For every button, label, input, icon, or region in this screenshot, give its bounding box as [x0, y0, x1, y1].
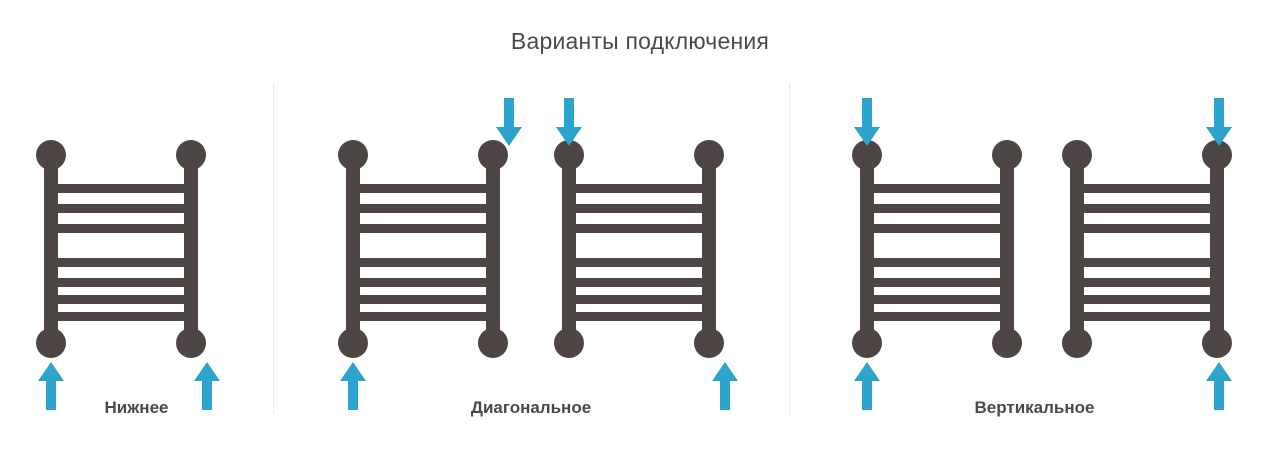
radiator-rung: [1072, 204, 1222, 213]
radiator-diagonal-2: [554, 140, 724, 358]
group-label-vertical: Вертикальное: [974, 398, 1095, 417]
radiator-cap-bottom-left: [36, 328, 66, 358]
radiator-rung: [862, 204, 1012, 213]
radiator-rung: [1072, 278, 1222, 287]
radiator-cap-bottom-left: [1062, 328, 1092, 358]
flow-arrow-up-outlet: [854, 362, 880, 410]
arrow-shaft: [1214, 98, 1224, 129]
arrow-head-icon: [1206, 362, 1232, 381]
radiator-rung: [348, 258, 498, 267]
radiator-rung: [348, 204, 498, 213]
flow-arrow-up-inlet: [38, 362, 64, 410]
radiator-rung: [564, 258, 714, 267]
radiator-vertical-1: [852, 140, 1022, 358]
arrow-shaft: [504, 98, 514, 129]
radiator-rung: [1072, 295, 1222, 304]
group-label-bottom: Нижнее: [104, 398, 169, 417]
radiator-rung: [564, 224, 714, 233]
flow-arrow-down-inlet: [854, 98, 880, 146]
radiator-rung: [46, 295, 196, 304]
radiator-rung: [564, 204, 714, 213]
radiator-rung: [348, 278, 498, 287]
radiator-cap-top-right: [992, 140, 1022, 170]
page-title: Варианты подключения: [510, 28, 770, 54]
radiator-cap-top-right: [694, 140, 724, 170]
radiator-cap-bottom-right: [478, 328, 508, 358]
arrow-shaft: [46, 379, 56, 410]
flow-arrow-down-inlet: [1206, 98, 1232, 146]
radiator-rung: [46, 258, 196, 267]
group-vertical-connection: Вертикальное: [789, 0, 1280, 456]
arrow-shaft: [202, 379, 212, 410]
radiator-rung: [862, 312, 1012, 321]
radiator-rung: [348, 224, 498, 233]
section-divider-2: [789, 84, 790, 414]
radiator-cap-top-right: [176, 140, 206, 170]
group-diagonal-connection: Диагональное: [273, 0, 789, 456]
radiator-rung: [46, 224, 196, 233]
radiator-rung: [1072, 312, 1222, 321]
arrow-shaft: [862, 98, 872, 129]
flow-arrow-down-inlet: [556, 98, 582, 146]
arrow-shaft: [1214, 379, 1224, 410]
radiator-rung: [348, 184, 498, 193]
radiator-cap-bottom-right: [694, 328, 724, 358]
radiator-rung: [1072, 184, 1222, 193]
radiator-cap-top-left: [1062, 140, 1092, 170]
radiator-cap-top-left: [36, 140, 66, 170]
arrow-head-icon: [854, 127, 880, 146]
radiator-vertical-2: [1062, 140, 1232, 358]
radiator-rung: [862, 258, 1012, 267]
radiator-rung: [862, 184, 1012, 193]
radiator-cap-bottom-right: [1202, 328, 1232, 358]
arrow-head-icon: [38, 362, 64, 381]
radiator-rung: [862, 224, 1012, 233]
radiator-rung: [348, 312, 498, 321]
arrow-head-icon: [854, 362, 880, 381]
arrow-shaft: [564, 98, 574, 129]
radiator-rung: [564, 312, 714, 321]
radiator-rung: [862, 295, 1012, 304]
radiator-rung: [46, 204, 196, 213]
radiator-rung: [862, 278, 1012, 287]
radiator-cap-bottom-left: [852, 328, 882, 358]
radiator-rung: [1072, 258, 1222, 267]
radiator-cap-bottom-left: [338, 328, 368, 358]
radiator-cap-bottom-left: [554, 328, 584, 358]
arrow-shaft: [720, 379, 730, 410]
radiator-rung: [564, 295, 714, 304]
arrow-head-icon: [194, 362, 220, 381]
radiator-rung: [46, 312, 196, 321]
group-label-diagonal: Диагональное: [470, 398, 592, 417]
radiator-rung: [564, 278, 714, 287]
arrow-shaft: [348, 379, 358, 410]
radiator-diagonal-1: [338, 140, 508, 358]
flow-arrow-up-outlet: [340, 362, 366, 410]
radiator-cap-top-left: [338, 140, 368, 170]
flow-arrow-down-inlet: [496, 98, 522, 146]
arrow-head-icon: [340, 362, 366, 381]
section-divider-1: [273, 84, 274, 414]
arrow-head-icon: [496, 127, 522, 146]
flow-arrow-up-outlet: [1206, 362, 1232, 410]
arrow-shaft: [862, 379, 872, 410]
arrow-head-icon: [1206, 127, 1232, 146]
radiator-cap-bottom-right: [992, 328, 1022, 358]
flow-arrow-up-outlet: [194, 362, 220, 410]
arrow-head-icon: [712, 362, 738, 381]
flow-arrow-up-outlet: [712, 362, 738, 410]
radiator-bottom-1: [36, 140, 206, 358]
radiator-rung: [564, 184, 714, 193]
group-bottom-connection: Нижнее: [0, 0, 273, 456]
radiator-rung: [46, 278, 196, 287]
radiator-rung: [46, 184, 196, 193]
radiator-rung: [348, 295, 498, 304]
radiator-rung: [1072, 224, 1222, 233]
arrow-head-icon: [556, 127, 582, 146]
radiator-cap-bottom-right: [176, 328, 206, 358]
